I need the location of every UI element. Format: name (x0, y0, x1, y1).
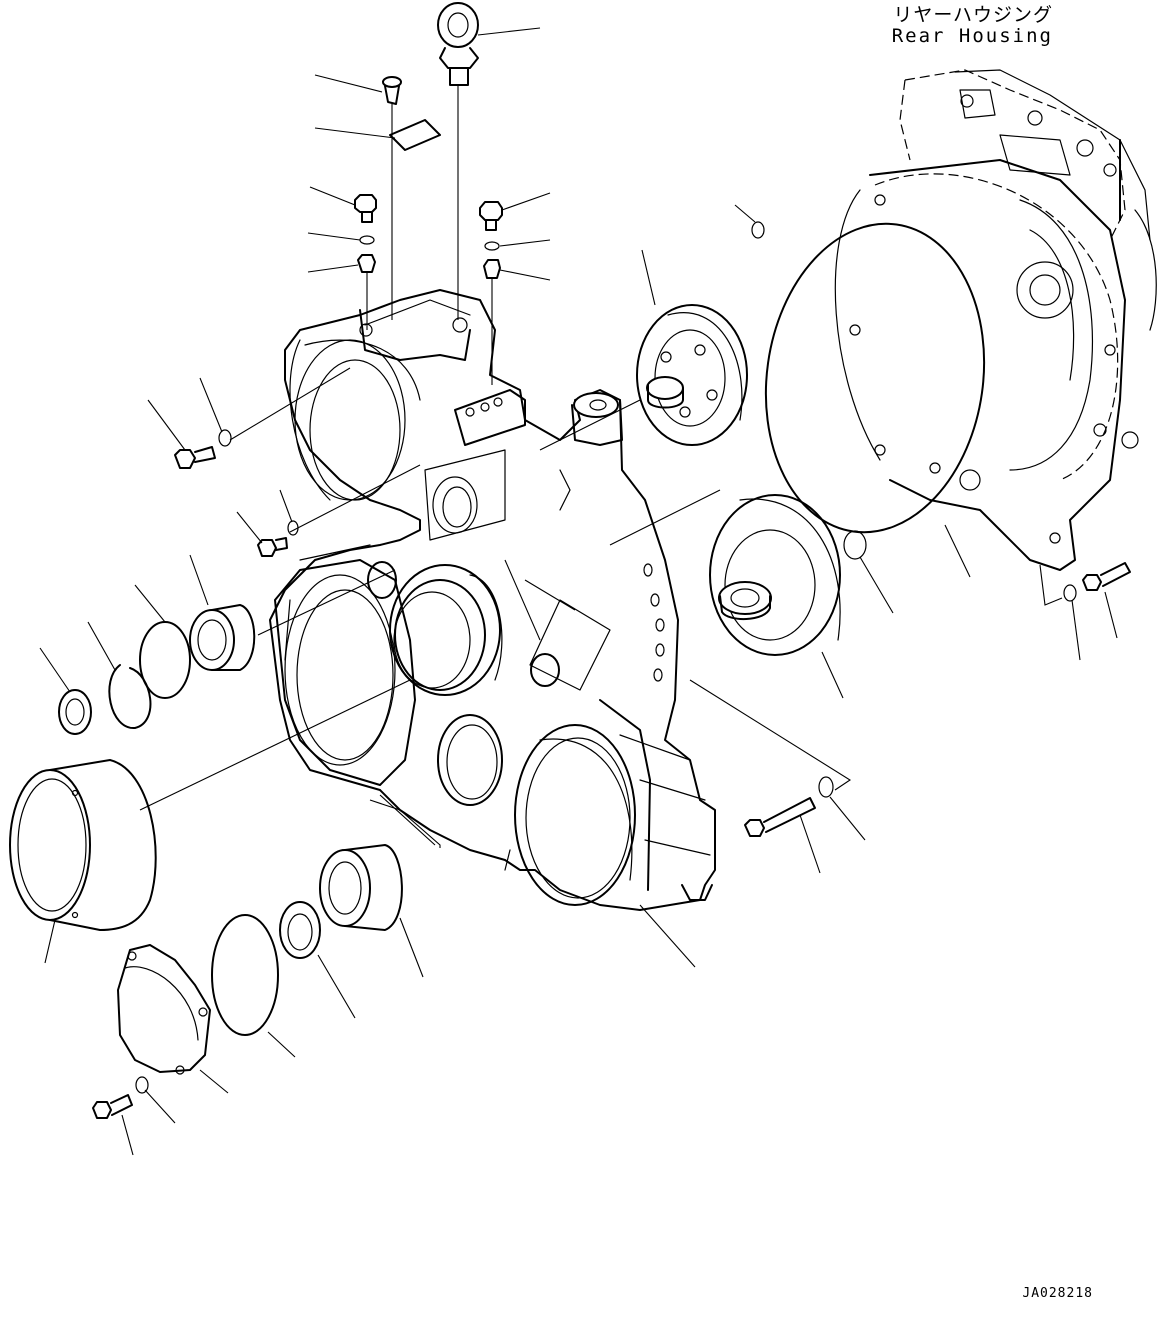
eye-bolt (437, 2, 479, 86)
rear-housing-label-jp: リヤーハウジング (893, 4, 1053, 26)
washer-upper-left (359, 235, 375, 245)
retaining-ring-left (108, 664, 152, 730)
bolt-lower-mid-left (257, 537, 288, 557)
washer-upper-right (484, 241, 500, 251)
lock-nut-left (58, 689, 92, 735)
plug-upper-right (483, 259, 501, 279)
front-housing (269, 289, 716, 911)
washer-long-bolt (818, 776, 834, 798)
rear-housing (834, 69, 1157, 571)
bolt-bottom-left (92, 1094, 133, 1119)
bolt-rear-housing (1082, 562, 1131, 591)
bolt-upper-left (354, 194, 377, 223)
washer-bottom-left (135, 1076, 149, 1094)
small-o-ring-top (751, 221, 765, 239)
long-bolt-right (744, 797, 816, 837)
bearing-cover (117, 944, 211, 1075)
leader-lines (39, 27, 1118, 1156)
rear-housing-label-en: Rear Housing (891, 25, 1053, 47)
washer-lower-mid-left (287, 520, 299, 536)
oil-seal-cover (9, 759, 157, 931)
bearing-left (189, 604, 256, 671)
o-ring-lower (211, 914, 279, 1036)
bolt-top-small (382, 76, 402, 105)
plate (389, 119, 441, 151)
bolt-upper-right (479, 201, 503, 231)
bearing-lower (319, 844, 403, 931)
idler-gear-lower (709, 494, 841, 656)
small-o-ring-mid (843, 530, 867, 560)
bolt-mid-left (174, 446, 216, 469)
washer-mid-left (218, 429, 232, 447)
lock-nut-lower (279, 901, 321, 959)
idler-gear-upper (636, 304, 748, 446)
washer-rear-housing (1063, 584, 1077, 602)
assembly-lines (139, 85, 1063, 848)
drawing-number: JA028218 (1022, 1286, 1093, 1301)
plug-upper-left (357, 254, 376, 273)
